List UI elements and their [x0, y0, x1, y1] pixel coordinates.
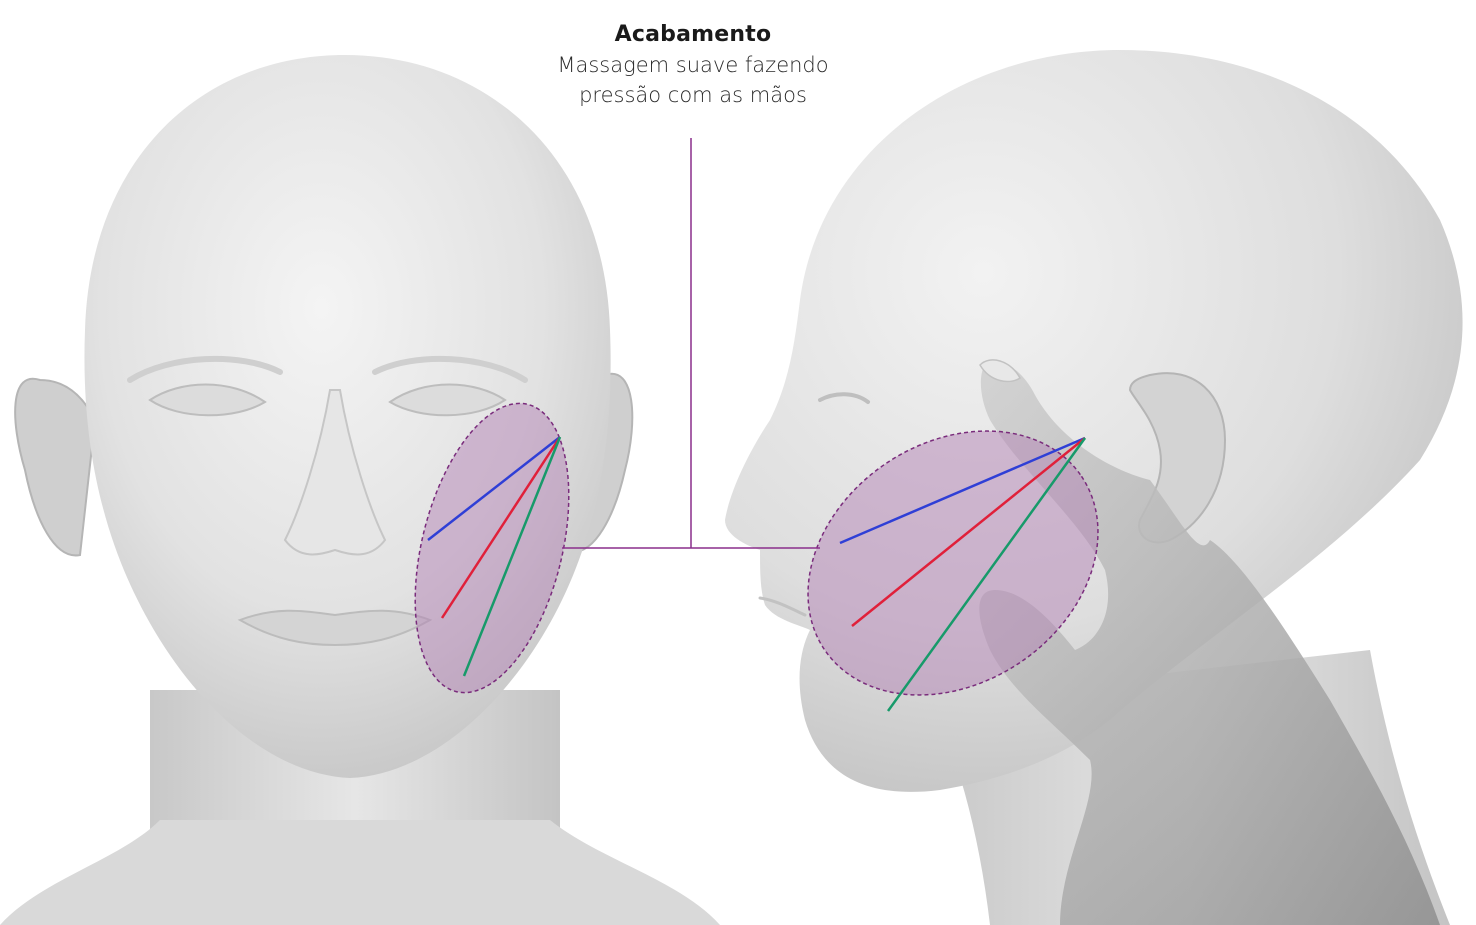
caption-title: Acabamento	[493, 20, 893, 50]
caption-line-1: Massagem suave fazendo	[493, 50, 893, 80]
front-shoulders	[0, 820, 720, 925]
caption: Acabamento Massagem suave fazendo pressã…	[493, 20, 893, 110]
caption-line-2: pressão com as mãos	[493, 80, 893, 110]
front-ear-left	[15, 379, 95, 556]
front-head	[0, 55, 720, 925]
